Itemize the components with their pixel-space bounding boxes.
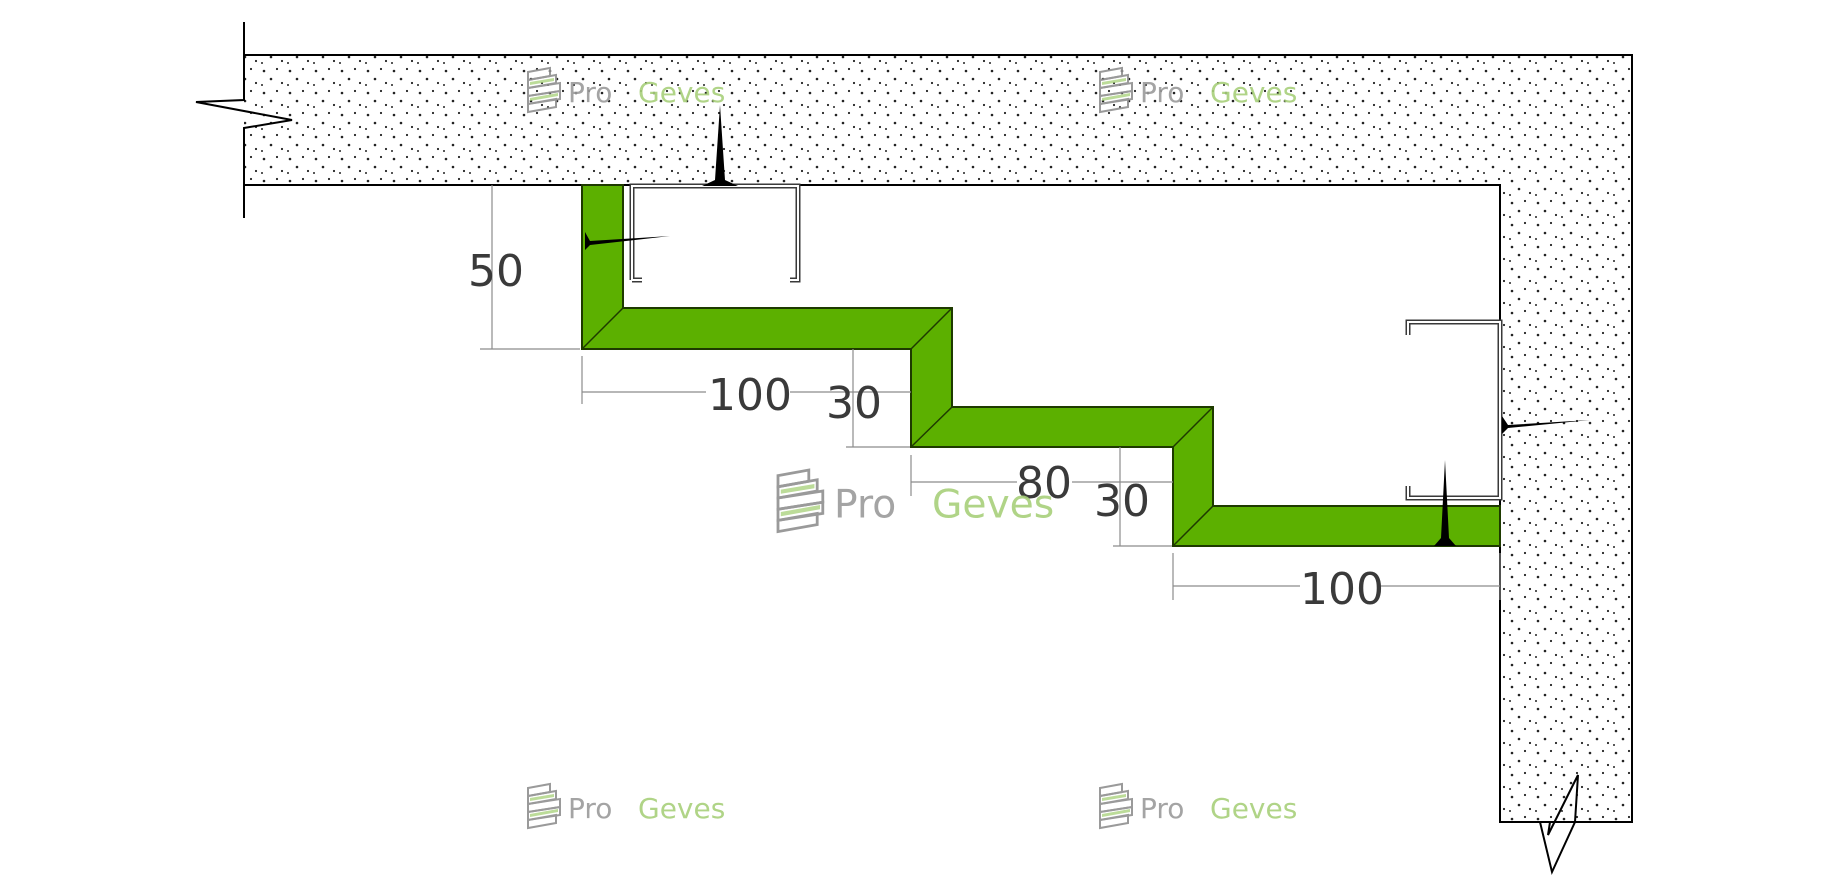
watermark-pro-text: Pro [568, 792, 612, 825]
metal-channel-side-inner [1407, 321, 1501, 499]
watermark-pro-text: Pro [1140, 792, 1184, 825]
dimension-label-second-step-drop: 30 [1094, 476, 1150, 527]
watermark-geves-text: Geves [1210, 792, 1297, 825]
dimension-label-first-step-width: 100 [708, 370, 792, 421]
fastener-right [1502, 416, 1590, 434]
metal-channel-side [1405, 319, 1503, 501]
metal-channel-top [629, 183, 801, 283]
dimension-label-left-drop: 50 [468, 246, 524, 297]
fastener-bottom [1434, 460, 1456, 546]
dimension-label-first-step-drop: 30 [826, 378, 882, 429]
dimension-label-middle-step-width: 80 [1016, 458, 1072, 509]
watermark-logo: Pro Geves Pro Geves Pro Geves Pro Geves … [527, 67, 1297, 829]
watermark-geves-text: Geves [638, 792, 725, 825]
concrete-structure [195, 22, 1633, 876]
watermark-pro-text: Pro [834, 483, 896, 528]
watermark-pro-text: Pro [1140, 76, 1184, 109]
dimension-lines [480, 185, 1501, 600]
watermark-pro-text: Pro [568, 76, 612, 109]
metal-channel-top-inner [631, 185, 799, 281]
dimension-label-last-step-width: 100 [1300, 564, 1384, 615]
watermark-geves-text: Geves [638, 76, 725, 109]
stepped-profile [581, 184, 1501, 547]
fastener-left [585, 232, 670, 250]
watermark-geves-text: Geves [932, 483, 1054, 528]
fastener-top [702, 105, 738, 186]
watermark-geves-text: Geves [1210, 76, 1297, 109]
